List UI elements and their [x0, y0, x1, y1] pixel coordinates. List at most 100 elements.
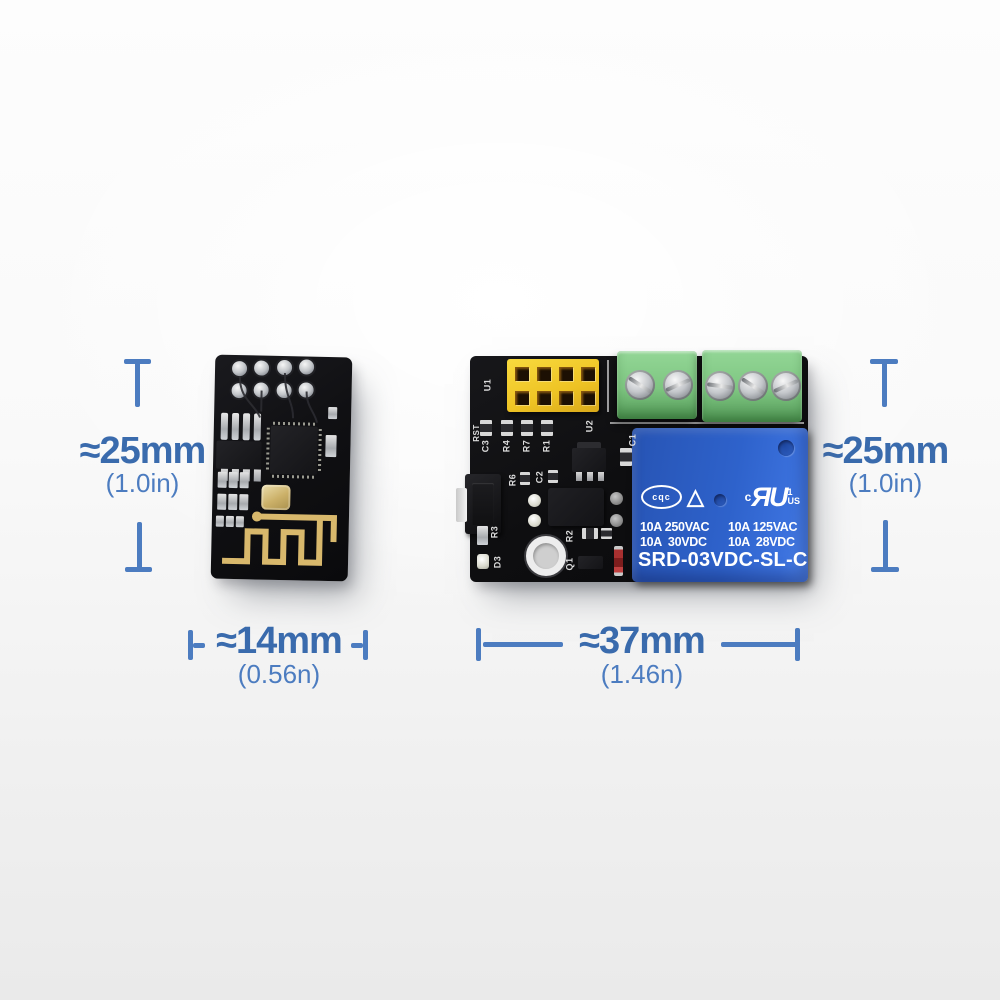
- round-capacitor: [610, 514, 623, 527]
- ul-sup: 1: [787, 486, 793, 497]
- dimension-stem-top: [882, 362, 887, 407]
- silkscreen-r1: R1: [541, 439, 552, 453]
- rating-cell: 10A 250VAC: [640, 520, 710, 534]
- relay-dimple: [714, 494, 726, 506]
- relay-ratings: 10A 250VAC 10A 125VAC 10A 30VDC 10A 28VD…: [640, 520, 804, 549]
- dimension-stem-top: [135, 362, 140, 407]
- relay-width-value: ≈37mm: [579, 620, 706, 662]
- silkscreen-r3: R3: [489, 525, 500, 539]
- silkscreen-u2: U2: [584, 419, 595, 433]
- smd-capacitor: [620, 448, 632, 466]
- terminal-screw: [771, 371, 801, 401]
- relay-srd-03vdc: cqc △ c ЯU 1 US 10A 250VAC 10A 125VAC 10…: [632, 428, 808, 582]
- regulator-leg: [598, 472, 604, 481]
- header-hole: [559, 391, 573, 405]
- vde-triangle-icon: △: [687, 484, 704, 509]
- ul-prefix: c: [744, 490, 752, 504]
- ul-recognized-icon: c ЯU 1 US: [744, 483, 800, 511]
- dimension-cap-left: [476, 628, 481, 661]
- silkscreen-r7: R7: [521, 439, 532, 453]
- esp01-width-value: ≈14mm: [216, 620, 343, 662]
- ul-us: US: [787, 496, 800, 506]
- header-hole: [537, 391, 551, 405]
- esp01-height-inches: (1.0in): [105, 468, 180, 498]
- silkscreen-d3: D3: [492, 555, 503, 569]
- esp01-socket-header: [507, 359, 599, 412]
- relay-certification-marks: cqc △ c ЯU 1 US: [641, 483, 800, 511]
- reset-button-plunger: [456, 488, 467, 522]
- smd-capacitor: [548, 470, 558, 483]
- silkscreen-r4: R4: [501, 439, 512, 453]
- terminal-screw: [663, 370, 693, 400]
- relay-module-board: cqc △ c ЯU 1 US 10A 250VAC 10A 125VAC 10…: [456, 350, 808, 582]
- voltage-regulator-u2: [572, 448, 606, 472]
- ul-suffix: 1 US: [787, 486, 800, 507]
- dimension-stem-bottom: [883, 520, 888, 570]
- silkscreen-c1: C1: [627, 433, 638, 447]
- esp01-module: [210, 354, 353, 582]
- dimension-line-right: [721, 642, 798, 647]
- silkscreen-r2: R2: [564, 529, 575, 543]
- rating-cell: 10A 125VAC: [728, 520, 798, 534]
- dimension-stub-left: [193, 643, 205, 648]
- silkscreen-r6: R6: [507, 473, 518, 487]
- silkscreen-u1: U1: [482, 378, 493, 392]
- dimension-cap-right: [795, 628, 800, 661]
- relay-part-number: SRD-03VDC-SL-C: [638, 549, 808, 571]
- esp01-width-inches: (0.56n): [237, 659, 321, 689]
- dimension-bracket-bottom: [125, 567, 152, 572]
- mounting-hole: [526, 536, 566, 576]
- round-capacitor: [610, 492, 623, 505]
- antenna-feed-dot: [251, 511, 262, 522]
- silkscreen-q1: Q1: [564, 557, 575, 571]
- regulator-leg: [587, 472, 593, 481]
- screw-terminal-3pin: [702, 350, 802, 422]
- header-hole: [581, 391, 595, 405]
- header-hole: [537, 367, 551, 381]
- dimension-bracket-bottom: [871, 567, 899, 572]
- dimension-line-left: [483, 642, 563, 647]
- silkscreen-c3: C3: [480, 439, 491, 453]
- smd-resistor: [477, 526, 488, 545]
- header-hole: [515, 391, 529, 405]
- silkscreen-c2: C2: [534, 470, 545, 484]
- terminal-screw: [625, 370, 655, 400]
- dimension-cap-right: [363, 630, 368, 660]
- header-hole: [559, 367, 573, 381]
- smd-resistor: [501, 420, 513, 436]
- silkscreen-line: [607, 360, 609, 412]
- relay-height-inches: (1.0in): [848, 468, 923, 498]
- cqc-mark-icon: cqc: [641, 485, 682, 509]
- regulator-tab: [577, 442, 601, 450]
- rating-cell: 10A 30VDC: [640, 534, 707, 549]
- screw-terminal-2pin: [617, 351, 697, 419]
- dimension-cap-left: [188, 630, 193, 660]
- terminal-screw: [705, 371, 735, 401]
- smd-resistor: [582, 528, 598, 539]
- smd-resistor: [480, 420, 492, 436]
- smd-led-d3: [477, 554, 489, 569]
- diode-red: [614, 546, 623, 576]
- regulator-leg: [576, 472, 582, 481]
- dimension-bracket-top: [870, 359, 898, 364]
- dimension-stem-bottom: [137, 522, 142, 570]
- silkscreen-line: [610, 422, 804, 424]
- dimension-bracket-top: [124, 359, 151, 364]
- header-hole: [581, 367, 595, 381]
- pcb-antenna: [221, 373, 338, 566]
- relay-dimple: [778, 440, 794, 456]
- optocoupler-chip: [548, 488, 604, 526]
- relay-width-inches: (1.46n): [600, 659, 684, 689]
- terminal-screw: [738, 371, 768, 401]
- relay-height-value: ≈25mm: [822, 430, 950, 472]
- smd-resistor: [520, 472, 530, 485]
- reset-button: [465, 474, 501, 534]
- dimension-stub-right: [351, 643, 363, 648]
- smd-resistor: [541, 420, 553, 436]
- rating-cell: 10A 28VDC: [728, 534, 795, 549]
- smd-resistor: [601, 528, 612, 539]
- esp01-height-value: ≈25mm: [79, 430, 207, 472]
- smd-led: [528, 494, 541, 507]
- header-hole: [515, 367, 529, 381]
